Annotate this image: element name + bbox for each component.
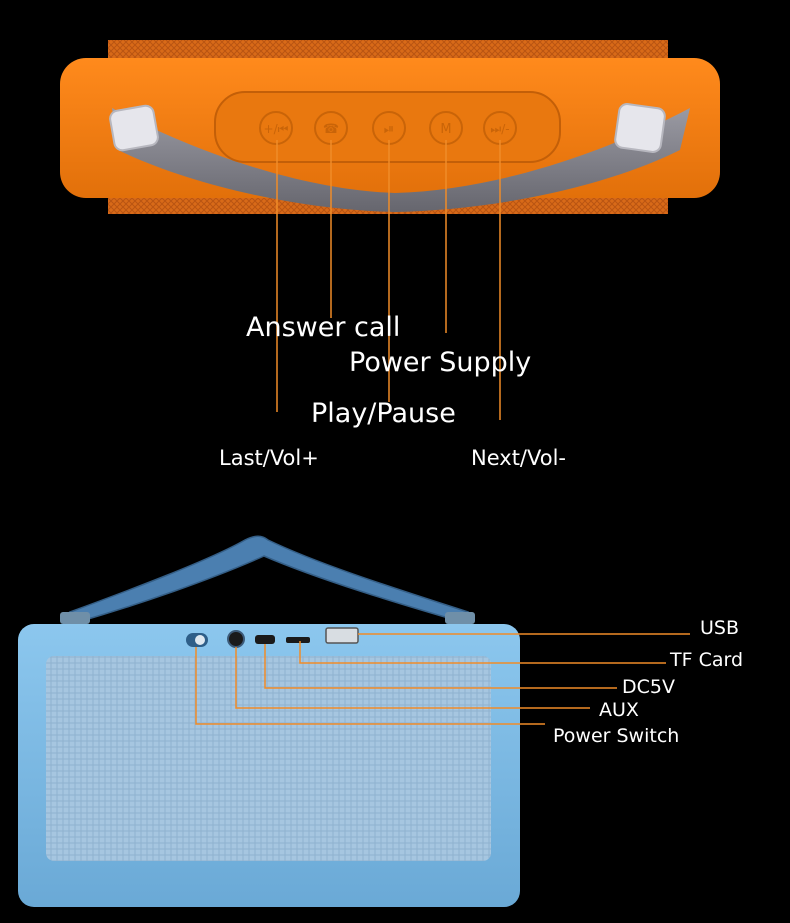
phone-icon: ☎ [323, 122, 339, 137]
mode-icon: M [440, 122, 451, 137]
speaker-strap [112, 108, 690, 212]
bottom-callout-lines [195, 633, 690, 725]
vol-up-prev-icon: +/⏮ [264, 122, 289, 136]
button-last-vol-up[interactable]: +/⏮ [259, 111, 293, 145]
speaker-grille [46, 656, 491, 861]
dc5v-port[interactable] [255, 635, 275, 644]
usb-port[interactable] [325, 627, 359, 644]
label-tf-card: TF Card [670, 649, 744, 671]
label-aux: AUX [599, 699, 639, 721]
rivet-left [109, 104, 159, 152]
rivet-right [614, 103, 666, 153]
label-play-pause: Play/Pause [311, 398, 456, 429]
button-panel [214, 91, 561, 163]
play-pause-icon: ⏯ [384, 122, 394, 137]
label-usb: USB [700, 617, 740, 639]
label-power-switch: Power Switch [553, 725, 680, 747]
label-last-vol: Last/Vol+ [219, 446, 319, 470]
aux-port[interactable] [227, 630, 245, 648]
speaker-front-view [18, 535, 690, 907]
label-power-supply: Power Supply [349, 347, 532, 378]
label-answer-call: Answer call [246, 312, 401, 343]
speaker-top-view: +/⏮ ☎ ⏯ M ⏭/- [60, 40, 720, 420]
strap-clip-right [445, 612, 475, 624]
label-dc5v: DC5V [622, 676, 675, 698]
label-next-vol: Next/Vol- [471, 446, 566, 470]
top-callout-lines [276, 140, 501, 420]
power-switch[interactable] [186, 633, 208, 647]
tf-card-slot[interactable] [286, 637, 310, 643]
handle-strap [68, 535, 470, 623]
strap-clip-left [60, 612, 90, 624]
vol-down-next-icon: ⏭/- [490, 122, 509, 136]
